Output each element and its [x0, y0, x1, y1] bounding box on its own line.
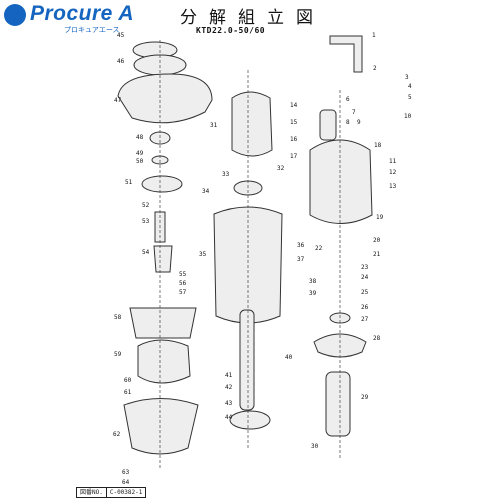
part-label-41: 41: [225, 372, 233, 379]
part-16-cable-gland: [319, 109, 337, 141]
part-label-22: 22: [315, 245, 323, 252]
part-label-3: 3: [405, 74, 409, 81]
part-label-9: 9: [357, 119, 361, 126]
part-44-plate: [229, 410, 271, 430]
part-label-38: 38: [309, 278, 317, 285]
part-label-14: 14: [290, 102, 298, 109]
center-assembly: [213, 70, 283, 450]
part-label-24: 24: [361, 274, 369, 281]
part-51-seal: [141, 175, 183, 193]
part-label-60: 60: [124, 377, 132, 384]
part-label-34: 34: [202, 188, 210, 195]
logo-subtext: プロキュアエース: [64, 27, 120, 34]
drawing-number-label: 図番NO.: [77, 488, 107, 497]
part-label-45: 45: [117, 32, 125, 39]
part-label-16: 16: [290, 136, 298, 143]
part-label-39: 39: [309, 290, 317, 297]
logo-text: Procure A: [30, 2, 135, 25]
part-label-23: 23: [361, 264, 369, 271]
part-label-2: 2: [373, 65, 377, 72]
part-label-15: 15: [290, 119, 298, 126]
part-label-17: 17: [290, 153, 298, 160]
part-label-18: 18: [374, 142, 382, 149]
part-label-6: 6: [346, 96, 350, 103]
part-59-housing: [137, 339, 191, 384]
left-assembly: [117, 40, 213, 470]
part-label-26: 26: [361, 304, 369, 311]
part-1-handle: [329, 35, 363, 73]
part-label-49: 49: [136, 150, 144, 157]
part-label-11: 11: [389, 158, 397, 165]
part-label-10: 10: [404, 113, 412, 120]
part-label-55: 55: [179, 271, 187, 278]
part-label-50: 50: [136, 158, 144, 165]
part-label-53: 53: [142, 218, 150, 225]
right-assembly: [309, 35, 373, 460]
part-label-61: 61: [124, 389, 132, 396]
part-18-casing: [309, 139, 373, 224]
part-label-27: 27: [361, 316, 369, 323]
part-label-46: 46: [117, 58, 125, 65]
part-label-63: 63: [122, 469, 130, 476]
part-label-32: 32: [277, 165, 285, 172]
model-number: KTD22.0-50/60: [196, 26, 266, 35]
part-label-29: 29: [361, 394, 369, 401]
part-label-59: 59: [114, 351, 122, 358]
part-label-19: 19: [376, 214, 384, 221]
part-label-21: 21: [373, 251, 381, 258]
part-label-44: 44: [225, 414, 233, 421]
part-label-48: 48: [136, 134, 144, 141]
diagram-title: 分解組立図: [180, 8, 325, 28]
part-label-57: 57: [179, 289, 187, 296]
part-label-56: 56: [179, 280, 187, 287]
part-29-rotor: [325, 371, 351, 437]
part-label-64: 64: [122, 479, 130, 486]
drawing-number: C-00382-1: [109, 489, 143, 496]
part-40-shaft-stack: [239, 309, 255, 411]
part-label-37: 37: [297, 256, 305, 263]
part-label-28: 28: [373, 335, 381, 342]
part-label-47: 47: [114, 97, 122, 104]
part-label-12: 12: [389, 169, 397, 176]
part-label-35: 35: [199, 251, 207, 258]
part-label-7: 7: [352, 109, 356, 116]
part-label-58: 58: [114, 314, 122, 321]
part-label-52: 52: [142, 202, 150, 209]
part-54-sleeve: [153, 245, 173, 273]
part-label-43: 43: [225, 400, 233, 407]
part-label-33: 33: [222, 171, 230, 178]
part-label-1: 1: [372, 32, 376, 39]
part-label-31: 31: [210, 122, 218, 129]
part-label-20: 20: [373, 237, 381, 244]
part-47-cover: [117, 73, 213, 124]
part-label-54: 54: [142, 249, 150, 256]
part-58-gasket: [129, 307, 197, 339]
drawing-number-box: 図番NO. C-00382-1: [76, 487, 147, 498]
part-62-strainer: [123, 398, 199, 455]
part-label-13: 13: [389, 183, 397, 190]
part-31-stator: [231, 91, 273, 157]
part-label-36: 36: [297, 242, 305, 249]
part-label-62: 62: [113, 431, 121, 438]
part-label-42: 42: [225, 384, 233, 391]
part-label-40: 40: [285, 354, 293, 361]
part-label-51: 51: [125, 179, 133, 186]
part-label-5: 5: [408, 94, 412, 101]
part-label-8: 8: [346, 119, 350, 126]
part-label-25: 25: [361, 289, 369, 296]
logo-mark-icon: [4, 4, 26, 26]
procure-a-logo: Procure A プロキュアエース: [4, 2, 170, 34]
part-label-30: 30: [311, 443, 319, 450]
part-label-4: 4: [408, 83, 412, 90]
